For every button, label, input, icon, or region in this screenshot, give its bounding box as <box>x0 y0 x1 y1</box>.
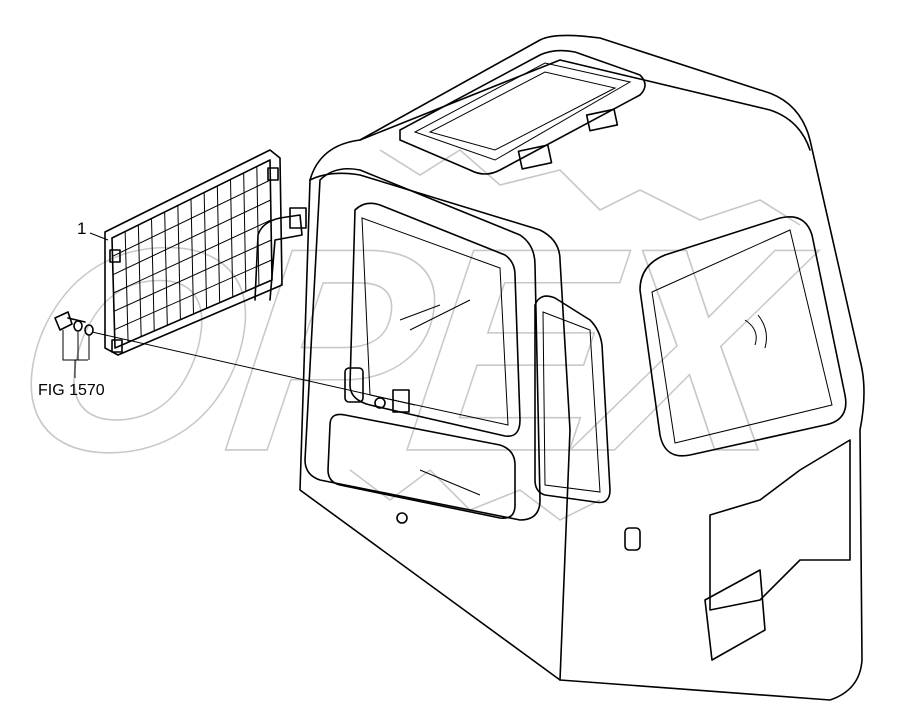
hinge-icon <box>585 108 619 132</box>
door-handle-icon <box>344 367 364 403</box>
bolt-washer-set <box>54 232 416 406</box>
figure-reference[interactable]: FIG 1570 <box>38 382 105 399</box>
svg-text:OPEX: OPEX <box>0 187 829 511</box>
watermark-logo: OPEX <box>0 149 829 521</box>
callout-part-1: 1 <box>77 219 87 238</box>
grille-bar <box>113 239 272 312</box>
grille-bar <box>112 199 271 276</box>
lock-icon <box>392 389 410 413</box>
hinge-icon <box>517 144 553 170</box>
grab-handle-icon <box>624 527 641 551</box>
grille-bar <box>114 259 272 331</box>
guard-grille <box>104 149 283 356</box>
grille-bar <box>112 179 271 257</box>
grille-bar <box>113 219 272 294</box>
cab-assembly <box>254 34 865 701</box>
